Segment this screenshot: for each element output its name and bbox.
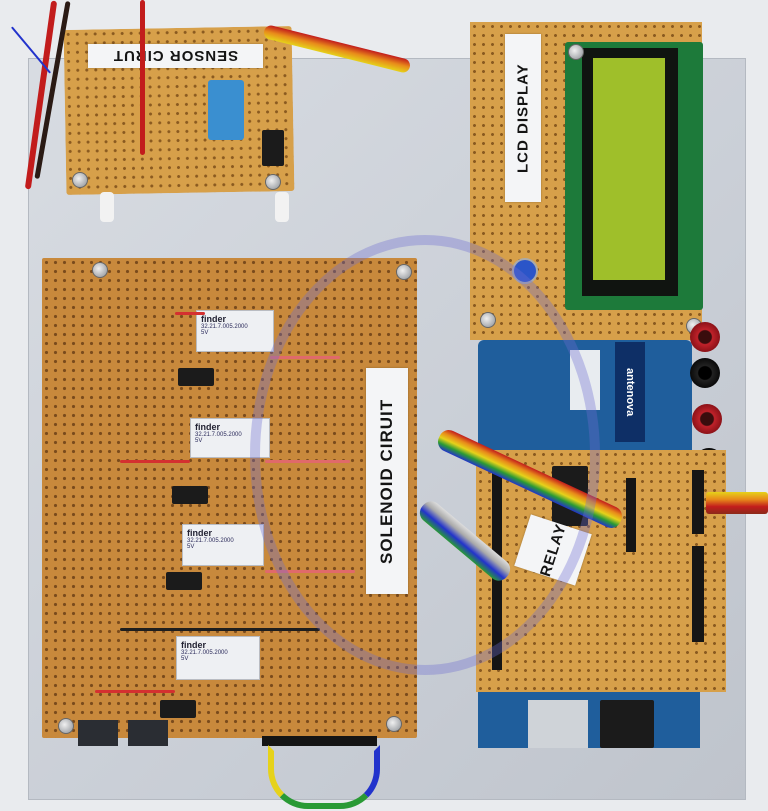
red-trace-wire	[175, 312, 205, 315]
transistor	[178, 368, 214, 386]
terminal-block[interactable]	[128, 720, 168, 746]
red-banana-jack[interactable]	[690, 322, 720, 352]
sensor-label-holder: SENSOR CIRUT	[88, 44, 263, 68]
screw	[58, 718, 74, 734]
microcontroller-chip	[600, 700, 654, 748]
pin-header[interactable]	[262, 736, 377, 746]
transistor	[160, 700, 196, 718]
screw	[386, 716, 402, 732]
relay-4: finder 32.21.7.005.2000 5V	[176, 636, 260, 680]
standoff	[275, 192, 289, 222]
rainbow-ribbon-cable	[268, 745, 380, 809]
watermark-logo	[250, 235, 600, 675]
red-wire	[140, 0, 145, 155]
black-banana-jack[interactable]	[690, 358, 720, 388]
pin-header[interactable]	[692, 546, 704, 642]
usb-connector	[528, 700, 588, 748]
lcd-display-label: LCD DISPLAY	[505, 34, 541, 202]
pin-header[interactable]	[626, 478, 636, 552]
lcd-screen	[593, 58, 665, 280]
red-banana-jack[interactable]	[692, 404, 722, 434]
transistor	[166, 572, 202, 590]
standoff	[100, 192, 114, 222]
red-trace-wire	[95, 690, 175, 693]
red-trace-wire	[120, 460, 190, 463]
antenova-module: antenova	[615, 342, 645, 442]
black-trace-wire	[120, 628, 320, 631]
relay-3: finder 32.21.7.005.2000 5V	[182, 524, 264, 566]
ir-receiver-module	[262, 130, 284, 166]
terminal-block[interactable]	[78, 720, 118, 746]
screw	[265, 174, 281, 190]
sensor-circuit-label: SENSOR CIRUT	[88, 44, 263, 68]
pin-header[interactable]	[692, 470, 704, 534]
relay-1: finder 32.21.7.005.2000 5V	[196, 310, 274, 352]
screw	[72, 172, 88, 188]
temperature-humidity-sensor	[208, 80, 244, 140]
arduino-board-bottom	[478, 692, 700, 748]
rainbow-ribbon-cable	[706, 492, 768, 514]
transistor	[172, 486, 208, 504]
screw	[92, 262, 108, 278]
screw	[568, 44, 584, 60]
